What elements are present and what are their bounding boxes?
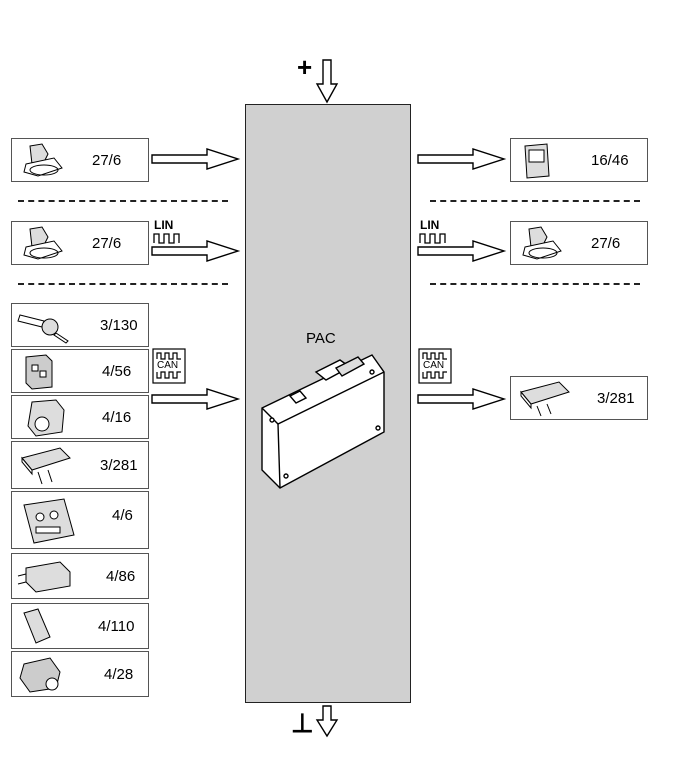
- lin-signal-icon-left: [153, 233, 180, 244]
- component-code: 3/281: [100, 457, 138, 474]
- ground-arrow: [315, 705, 339, 738]
- component-box: 3/281: [11, 441, 149, 489]
- component-code: 4/86: [106, 568, 136, 585]
- component-box: 4/86: [11, 553, 149, 599]
- ignition-lock-icon: [17, 314, 69, 344]
- right-direct-arrow: [417, 148, 505, 170]
- ground-symbol: ⊥: [291, 708, 314, 738]
- component-code: 16/46: [591, 152, 629, 169]
- left-lin-arrow: [151, 240, 239, 262]
- separator-dashed-line: [430, 200, 640, 202]
- control-panel-icon: [23, 498, 75, 544]
- steering-column-switch-icon: [23, 143, 63, 177]
- steering-column-switch-icon: [522, 226, 562, 260]
- component-box: 4/28: [11, 651, 149, 697]
- separator-dashed-line: [18, 283, 228, 285]
- component-box: 4/110: [11, 603, 149, 649]
- component-box: 4/6: [11, 491, 149, 549]
- lin-signal-icon-right: [419, 233, 446, 244]
- lin-label-right: LIN: [420, 218, 440, 232]
- component-code: 27/6: [591, 235, 621, 252]
- separator-dashed-line: [430, 283, 640, 285]
- component-code: 4/6: [112, 507, 133, 524]
- component-box: 16/46: [510, 138, 648, 182]
- control-module-icon: [25, 354, 53, 390]
- module-card-icon: [21, 447, 71, 485]
- component-code: 27/6: [92, 152, 122, 169]
- component-box: 27/6: [11, 221, 149, 265]
- component-box: 27/6: [510, 221, 648, 265]
- component-code: 4/28: [104, 666, 134, 683]
- component-code: 27/6: [92, 235, 122, 252]
- bracket-module-icon: [17, 561, 71, 593]
- pac-label: PAC: [306, 330, 336, 347]
- component-code: 3/281: [597, 390, 635, 407]
- actuator-icon: [19, 657, 61, 693]
- slim-module-icon: [23, 608, 51, 644]
- component-box: 27/6: [11, 138, 149, 182]
- can-signal-icon-right: [418, 348, 452, 384]
- plus-symbol: +: [297, 52, 313, 82]
- component-box: 3/281: [510, 376, 648, 420]
- separator-dashed-line: [18, 200, 228, 202]
- component-code: 3/130: [100, 317, 138, 334]
- left-direct-arrow: [151, 148, 239, 170]
- right-can-arrow: [417, 388, 505, 410]
- component-code: 4/16: [102, 409, 132, 426]
- left-can-arrow: [151, 388, 239, 410]
- pac-module-illustration: [261, 354, 385, 489]
- can-signal-icon-left: [152, 348, 186, 384]
- component-code: 4/110: [98, 618, 135, 635]
- module-card-icon: [520, 381, 570, 417]
- can-label-left: CAN: [157, 360, 179, 371]
- lin-label-left: LIN: [154, 218, 174, 232]
- power-arrow: [315, 59, 339, 104]
- component-box: 4/16: [11, 395, 149, 439]
- steering-column-switch-icon: [23, 226, 63, 260]
- component-code: 4/56: [102, 363, 132, 380]
- component-box: 3/130: [11, 303, 149, 347]
- component-box: 4/56: [11, 349, 149, 393]
- display-unit-icon: [524, 143, 550, 179]
- right-lin-arrow: [417, 240, 505, 262]
- sensor-module-icon: [27, 399, 65, 437]
- can-label-right: CAN: [423, 360, 445, 371]
